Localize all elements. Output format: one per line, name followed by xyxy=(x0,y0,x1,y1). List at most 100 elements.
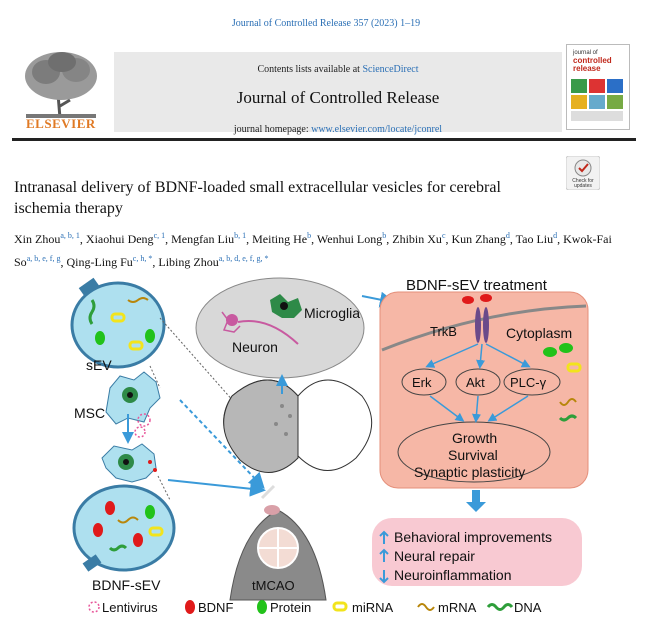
sev-vesicle xyxy=(70,277,166,369)
homepage-link[interactable]: www.elsevier.com/locate/jconrel xyxy=(311,124,443,135)
journal-name: Journal of Controlled Release xyxy=(236,88,440,107)
author[interactable]: Zhibin Xuc xyxy=(392,231,446,246)
author-affiliation: b xyxy=(382,231,387,240)
author[interactable]: Kwok-Fai Soa, b, e, f, g xyxy=(14,232,612,269)
author[interactable]: Kun Zhangd xyxy=(451,231,510,246)
plc-label: PLC-γ xyxy=(510,375,547,390)
erk-label: Erk xyxy=(412,375,432,390)
cover-title: journal of controlled release xyxy=(573,49,612,73)
check-for-updates-icon[interactable]: Check for updates xyxy=(566,156,600,190)
elsevier-tree-logo xyxy=(16,48,106,122)
contents-line: Contents lists available at ScienceDirec… xyxy=(114,64,562,75)
legend-mrna-icon xyxy=(417,603,435,611)
cover-title-line-2: controlled xyxy=(573,56,612,65)
journal-header: Contents lists available at ScienceDirec… xyxy=(12,44,636,138)
author-name: Xiaohui Deng xyxy=(85,232,154,246)
author-name: Qing-Ling Fu xyxy=(66,255,133,269)
legend-dna: DNA xyxy=(514,600,542,615)
elsevier-wordmark: ELSEVIER xyxy=(26,116,96,131)
legend-lentivirus: Lentivirus xyxy=(102,600,158,615)
dotted-connector xyxy=(157,475,171,501)
author-affiliation: a, b, 1 xyxy=(60,231,80,240)
author[interactable]: Xin Zhoua, b, 1 xyxy=(14,231,80,246)
check-updates-line-2: updates xyxy=(574,183,592,189)
homepage-prefix: journal homepage: xyxy=(233,124,312,135)
outcome-neural-repair: Neural repair xyxy=(394,548,475,564)
msc-label: MSC xyxy=(74,405,105,421)
author[interactable]: Meiting Heb xyxy=(252,231,312,246)
outcome-behavioral: Behavioral improvements xyxy=(394,529,552,545)
cover-mosaic xyxy=(571,79,623,121)
author-name: Wenhui Long xyxy=(316,232,383,246)
author-affiliation: b xyxy=(307,231,312,240)
sciencedirect-link[interactable]: ScienceDirect xyxy=(362,64,419,75)
msc-cell xyxy=(105,371,161,425)
delivery-arrow xyxy=(167,479,266,497)
legend-mirna: miRNA xyxy=(352,600,393,615)
author[interactable]: Mengfan Liub, 1 xyxy=(171,231,247,246)
rat-head xyxy=(229,484,327,601)
author-name: Meiting He xyxy=(252,232,308,246)
author[interactable]: Libing Zhoua, b, d, e, f, g, * xyxy=(158,254,269,269)
author-name: Kwok-Fai So xyxy=(14,232,612,269)
journal-citation[interactable]: Journal of Controlled Release 357 (2023)… xyxy=(231,18,421,29)
neuron-label: Neuron xyxy=(232,339,278,355)
figure-legend: Lentivirus BDNF Protein miRNA mRNA DNA xyxy=(88,600,542,615)
graphical-abstract: sEV MSC BDNF-sEV xyxy=(70,277,589,615)
author-affiliation: a, b, d, e, f, g, * xyxy=(218,254,269,263)
author-list: Xin Zhoua, b, 1, Xiaohui Dengc, 1, Mengf… xyxy=(14,231,612,269)
author-name: Libing Zhou xyxy=(158,255,219,269)
legend-mirna-icon xyxy=(332,601,348,612)
author-affiliation: a, b, e, f, g xyxy=(26,254,61,263)
journal-cover-thumbnail[interactable]: journal of controlled release xyxy=(566,44,630,130)
author-affiliation: b, 1 xyxy=(234,231,247,240)
transfected-msc-cell xyxy=(101,443,157,483)
pathway-arrow xyxy=(425,343,479,368)
pathway-arrow xyxy=(485,343,531,368)
outcome-neuroinflammation: Neuroinflammation xyxy=(394,567,512,583)
bdnf-sev-vesicle xyxy=(72,484,176,572)
legend-mrna: mRNA xyxy=(438,600,477,615)
cover-title-line-3: release xyxy=(573,64,601,73)
author-name: Xin Zhou xyxy=(14,232,61,246)
tmcao-label: tMCAO xyxy=(252,578,295,593)
header-divider xyxy=(12,138,636,141)
author-name: Zhibin Xu xyxy=(392,232,442,246)
author-affiliation: c, 1 xyxy=(153,231,166,240)
outcome-arrows xyxy=(379,530,389,584)
brain-section xyxy=(223,379,373,473)
author[interactable]: Wenhui Longb xyxy=(316,231,387,246)
akt-label: Akt xyxy=(466,375,485,390)
author-name: Kun Zhang xyxy=(451,232,506,246)
survival-label: Survival xyxy=(448,447,498,463)
legend-bdnf-icon xyxy=(185,600,195,614)
pathway-arrow xyxy=(487,395,529,422)
bdnf-sev-label: BDNF-sEV xyxy=(92,577,161,593)
author-affiliation: c, h, * xyxy=(132,254,153,263)
author[interactable]: Xiaohui Dengc, 1 xyxy=(85,231,166,246)
author-affiliation: d xyxy=(505,231,510,240)
sev-label: sEV xyxy=(86,357,112,373)
microglia-label: Microglia xyxy=(304,305,360,321)
legend-lentivirus-icon xyxy=(88,601,100,613)
pathway-arrow xyxy=(476,343,486,369)
outcomes-box xyxy=(372,518,582,586)
author-name: Mengfan Liu xyxy=(171,232,235,246)
synaptic-label: Synaptic plasticity xyxy=(414,464,525,480)
author-name: Tao Liu xyxy=(515,232,554,246)
author[interactable]: Qing-Ling Fuc, h, * xyxy=(66,254,153,269)
author-affiliation: c xyxy=(441,231,446,240)
contents-prefix: Contents lists available at xyxy=(257,64,363,75)
pathway-arrow xyxy=(472,395,481,423)
author[interactable]: Tao Liud xyxy=(515,231,557,246)
cytoplasm-label: Cytoplasm xyxy=(506,325,572,341)
legend-dna-icon xyxy=(486,603,514,611)
article-title: Intranasal delivery of BDNF-loaded small… xyxy=(14,179,501,217)
legend-protein-icon xyxy=(257,600,267,614)
lentivirus-icon xyxy=(134,413,151,438)
growth-label: Growth xyxy=(452,430,497,446)
pathway-arrow xyxy=(429,395,465,422)
neuron-microglia-oval xyxy=(195,277,365,379)
trkb-label: TrkB xyxy=(430,324,457,339)
cover-title-line-1: journal of xyxy=(573,50,598,56)
